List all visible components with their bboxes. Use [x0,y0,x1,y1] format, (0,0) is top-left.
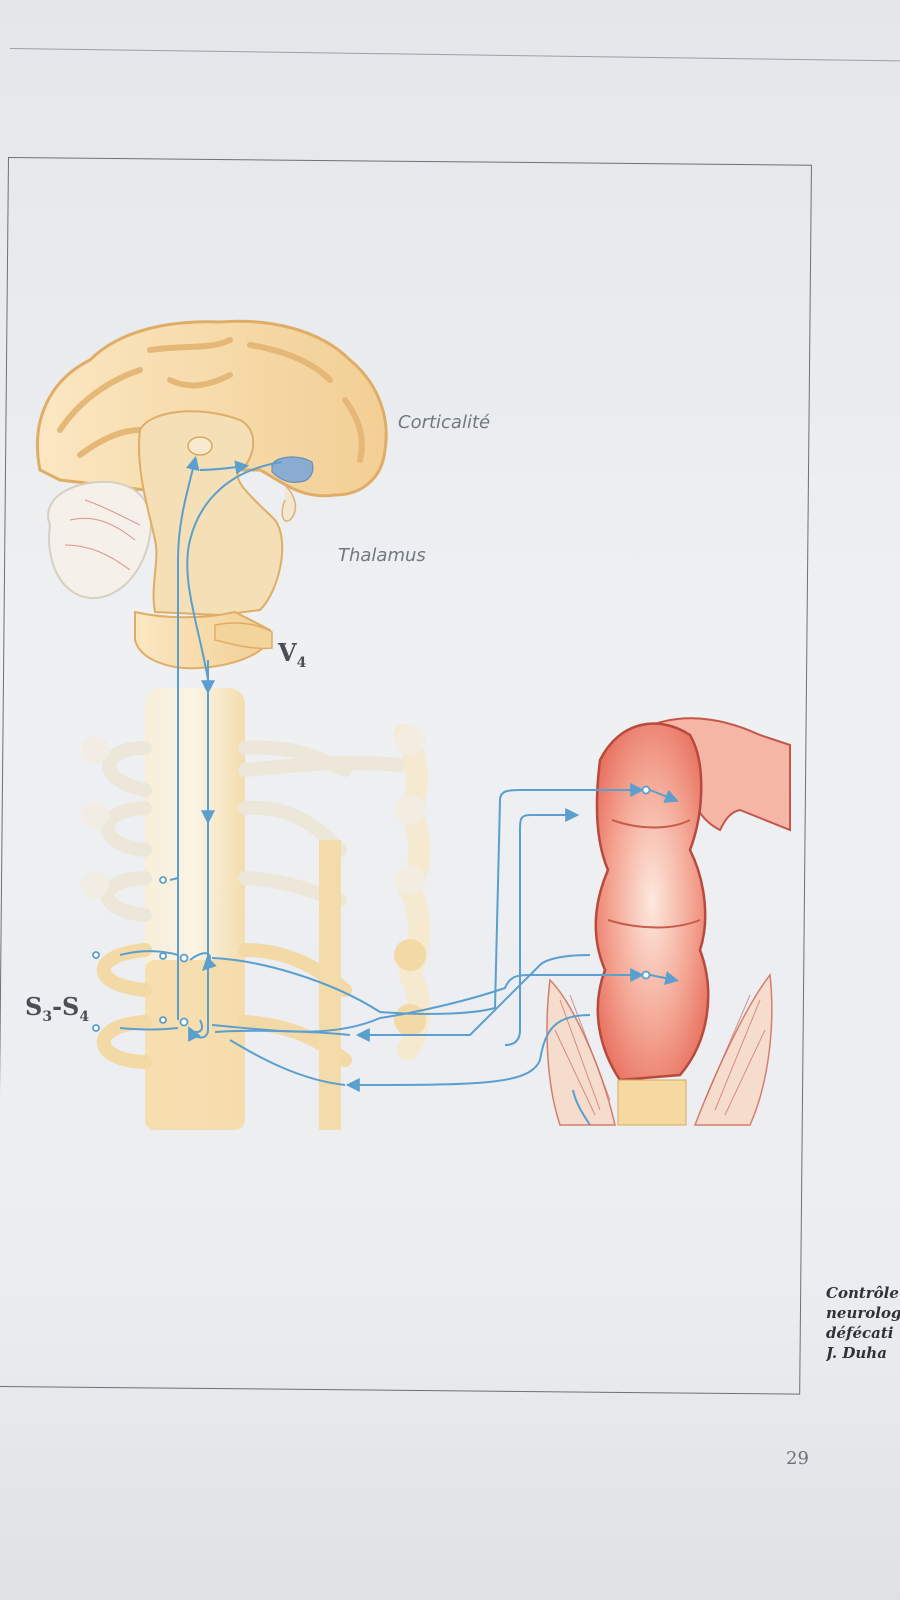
rectum-illustration [546,717,791,1126]
rectum [594,722,710,1082]
label-s-sub-b: 4 [79,1008,90,1025]
figure-caption: Contrôle neurolog défécati J. Duha [826,1283,900,1363]
descending-tract [186,461,283,1042]
spinal-cord-illustration [81,688,431,1130]
caption-line: neurolog [826,1304,900,1322]
label-s-main: S [25,992,43,1021]
hypothalamic-nucleus [271,456,314,483]
caption-line: Contrôle [826,1284,899,1302]
cerebrum [35,319,388,498]
label-s-sep: -S [52,992,80,1021]
label-v4-main: V [278,638,297,667]
label-v4-sub: 4 [296,654,307,671]
label-cortex: Corticalité [398,412,491,433]
efferent-upper [211,783,645,1015]
afferent-1 [504,808,580,1046]
cerebellum [47,480,152,600]
afferent-3 [345,1014,591,1092]
label-s3-s4: S3-S4 [25,992,89,1025]
label-v4: V4 [278,638,306,671]
caption-line: défécati [826,1324,894,1342]
afferent-2 [355,954,591,1042]
label-thalamus: Thalamus [338,545,426,566]
anal-canal [617,1079,687,1126]
page-number: 29 [786,1448,809,1469]
label-s-sub-a: 3 [42,1008,53,1025]
ascending-tract [177,455,200,1020]
thalamus-nucleus [187,436,213,456]
sphincter-right [693,973,773,1126]
caption-line: J. Duha [826,1344,887,1362]
sphincter-left [546,978,616,1126]
brain-illustration [35,319,388,670]
nerve-pathways [119,455,680,1126]
